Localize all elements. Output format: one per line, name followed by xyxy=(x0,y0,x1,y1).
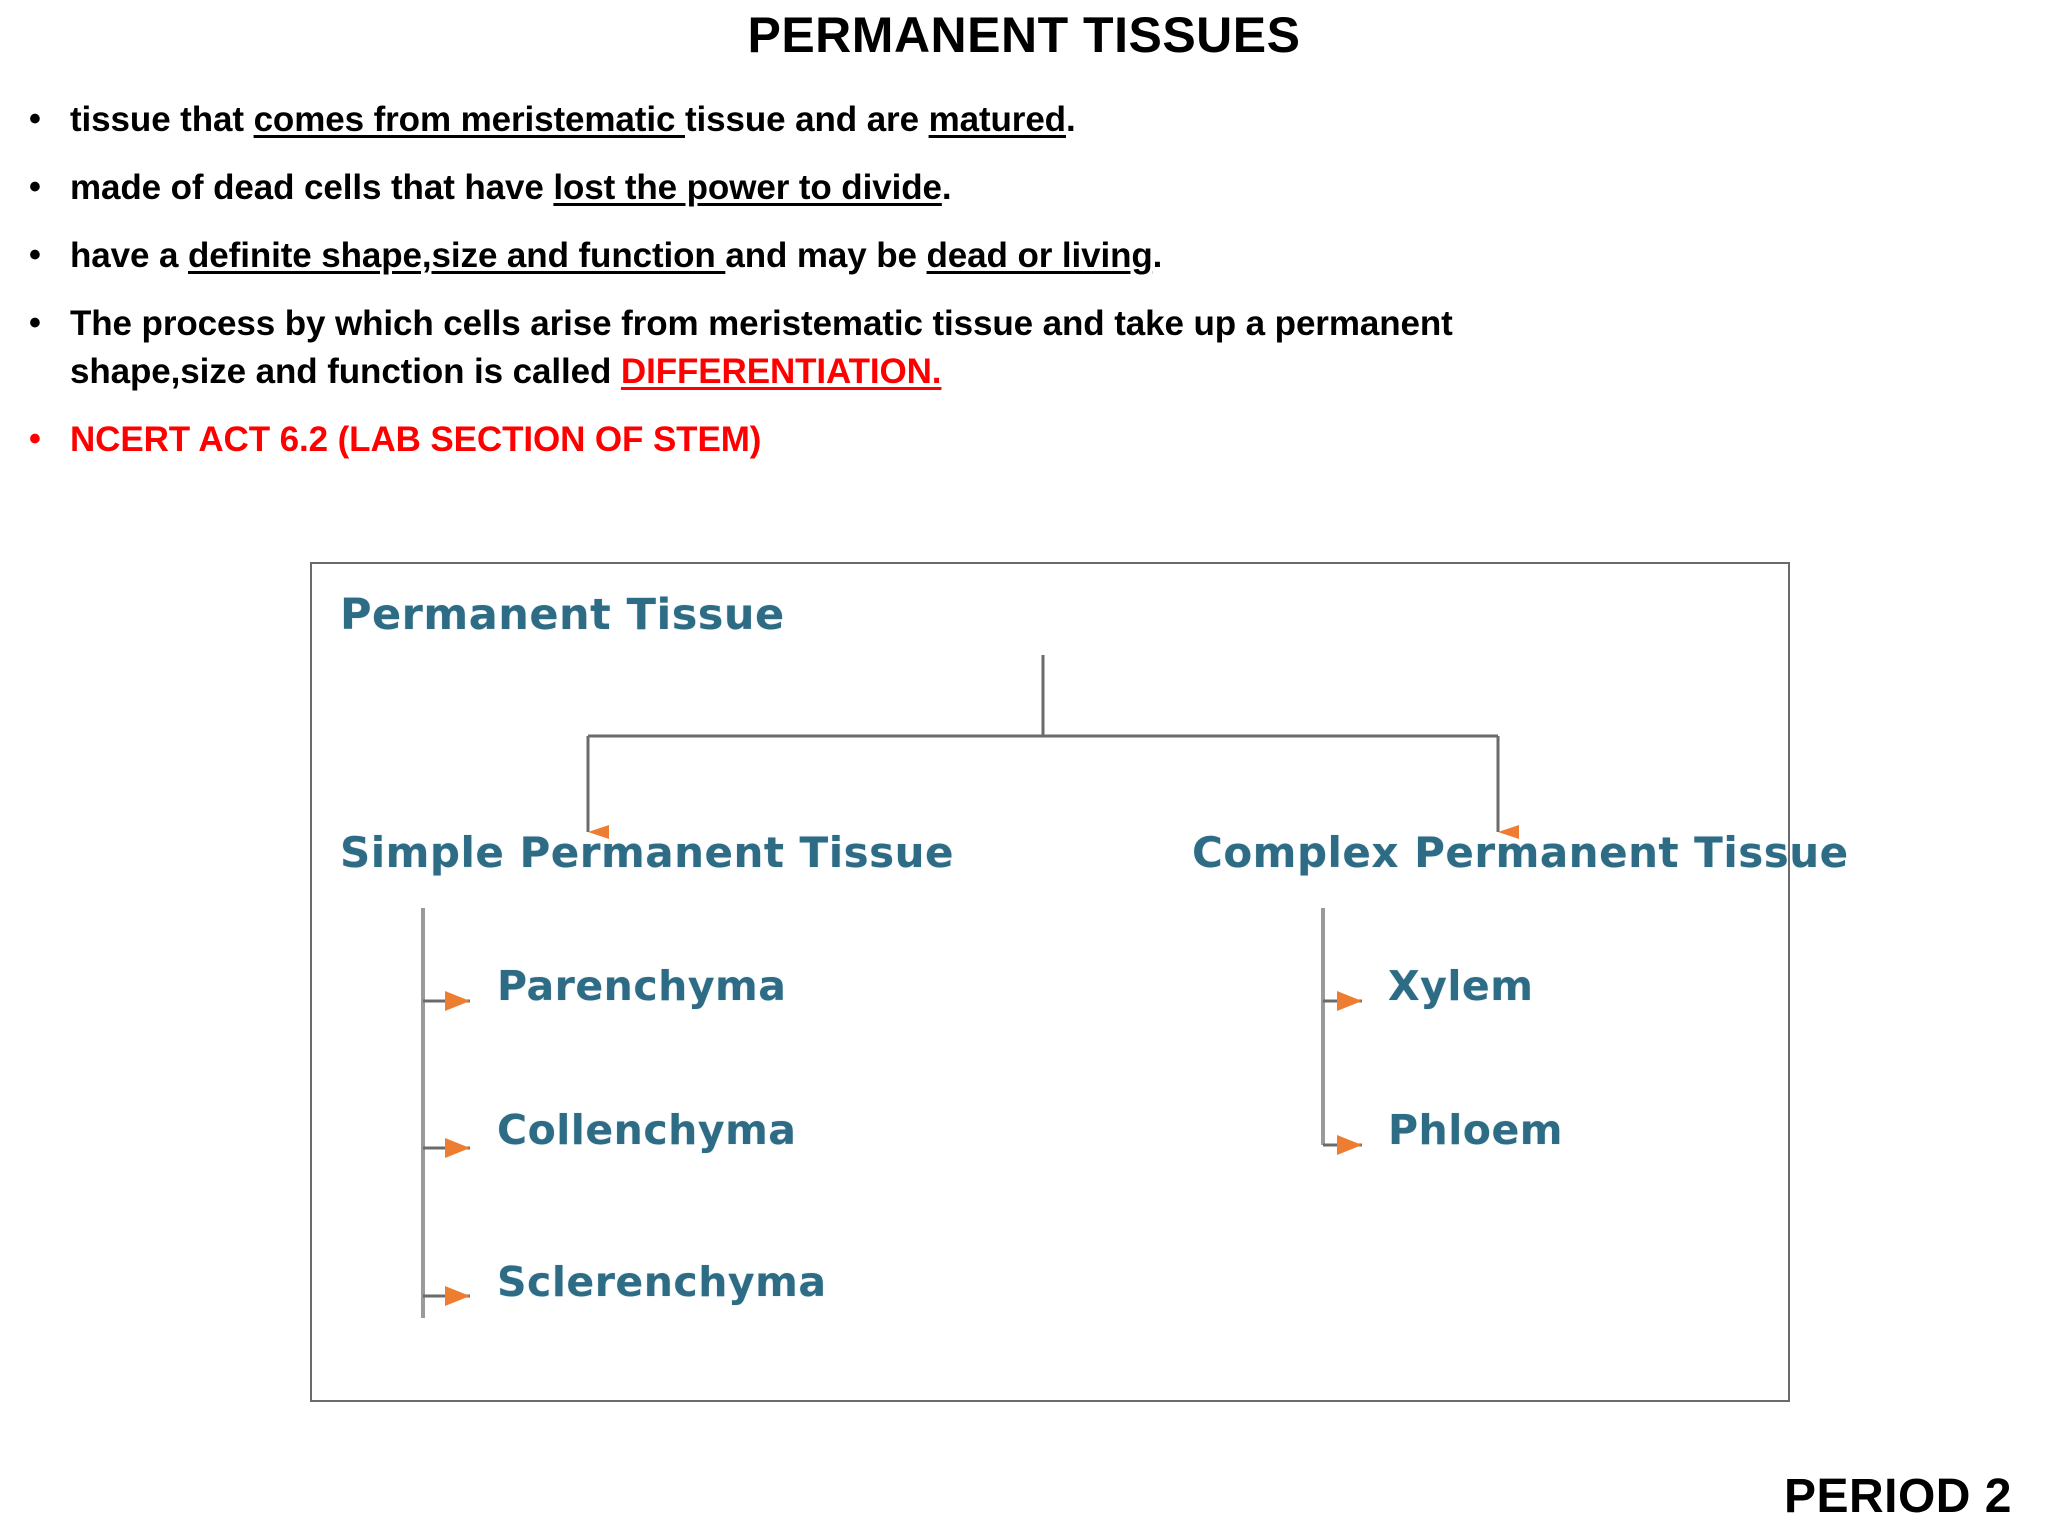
diagram-leaf-collenchyma: Collenchyma xyxy=(497,1106,797,1154)
text-run: shape,size and function is called xyxy=(70,352,621,391)
diagram-node-permanent-tissue: Permanent Tissue xyxy=(340,590,785,640)
text-run: . xyxy=(941,168,952,207)
diagram-leaf-xylem: Xylem xyxy=(1388,962,1534,1010)
diagram-node-simple-permanent-tissue: Simple Permanent Tissue xyxy=(340,828,954,877)
list-item-text: NCERT ACT 6.2 (LAB SECTION OF STEM) xyxy=(70,420,762,459)
list-item: • made of dead cells that have lost the … xyxy=(0,164,1980,212)
list-item-text: made of dead cells that have lost the po… xyxy=(70,164,1980,212)
text-run: . xyxy=(1152,236,1163,275)
bullet-marker-icon: • xyxy=(29,100,41,138)
text-run-underlined: definite shape,size and function xyxy=(188,236,726,275)
period-label: PERIOD 2 xyxy=(1783,1470,2012,1523)
bullet-marker-icon: • xyxy=(29,420,41,458)
text-run: The process by which cells arise from me… xyxy=(70,304,1453,343)
text-run-underlined: comes from meristematic xyxy=(253,100,685,139)
text-run: . xyxy=(1065,100,1076,139)
diagram-frame xyxy=(310,562,1790,1402)
list-item-text: have a definite shape,size and function … xyxy=(70,232,1980,280)
list-item: • have a definite shape,size and functio… xyxy=(0,232,1980,280)
text-run-differentiation: DIFFERENTIATION. xyxy=(620,352,942,391)
text-run-underlined: matured xyxy=(928,100,1066,139)
list-item-text: tissue that comes from meristematic tiss… xyxy=(70,96,1980,144)
bullet-marker-icon: • xyxy=(29,168,41,206)
list-item-text: The process by which cells arise from me… xyxy=(70,300,1980,396)
text-run: and may be xyxy=(725,236,927,275)
diagram-leaf-phloem: Phloem xyxy=(1388,1106,1563,1154)
text-run: made of dead cells that have xyxy=(70,168,554,207)
diagram-leaf-sclerenchyma: Sclerenchyma xyxy=(497,1258,827,1306)
bullet-list: • tissue that comes from meristematic ti… xyxy=(0,96,1980,484)
bullet-marker-icon: • xyxy=(29,236,41,274)
diagram-leaf-parenchyma: Parenchyma xyxy=(497,962,787,1010)
text-run-underlined: dead or living xyxy=(926,236,1153,275)
list-item: • The process by which cells arise from … xyxy=(0,300,1980,396)
bullet-marker-icon: • xyxy=(29,304,41,342)
list-item: • NCERT ACT 6.2 (LAB SECTION OF STEM) xyxy=(0,416,1980,464)
diagram-node-complex-permanent-tissue: Complex Permanent Tissue xyxy=(1192,828,1849,877)
text-run: tissue that xyxy=(70,100,254,139)
text-run: have a xyxy=(70,236,188,275)
page-title: PERMANENT TISSUES xyxy=(747,7,1301,63)
list-item: • tissue that comes from meristematic ti… xyxy=(0,96,1980,144)
text-run-underlined: lost the power to divide xyxy=(553,168,942,207)
text-run: tissue and are xyxy=(684,100,929,139)
